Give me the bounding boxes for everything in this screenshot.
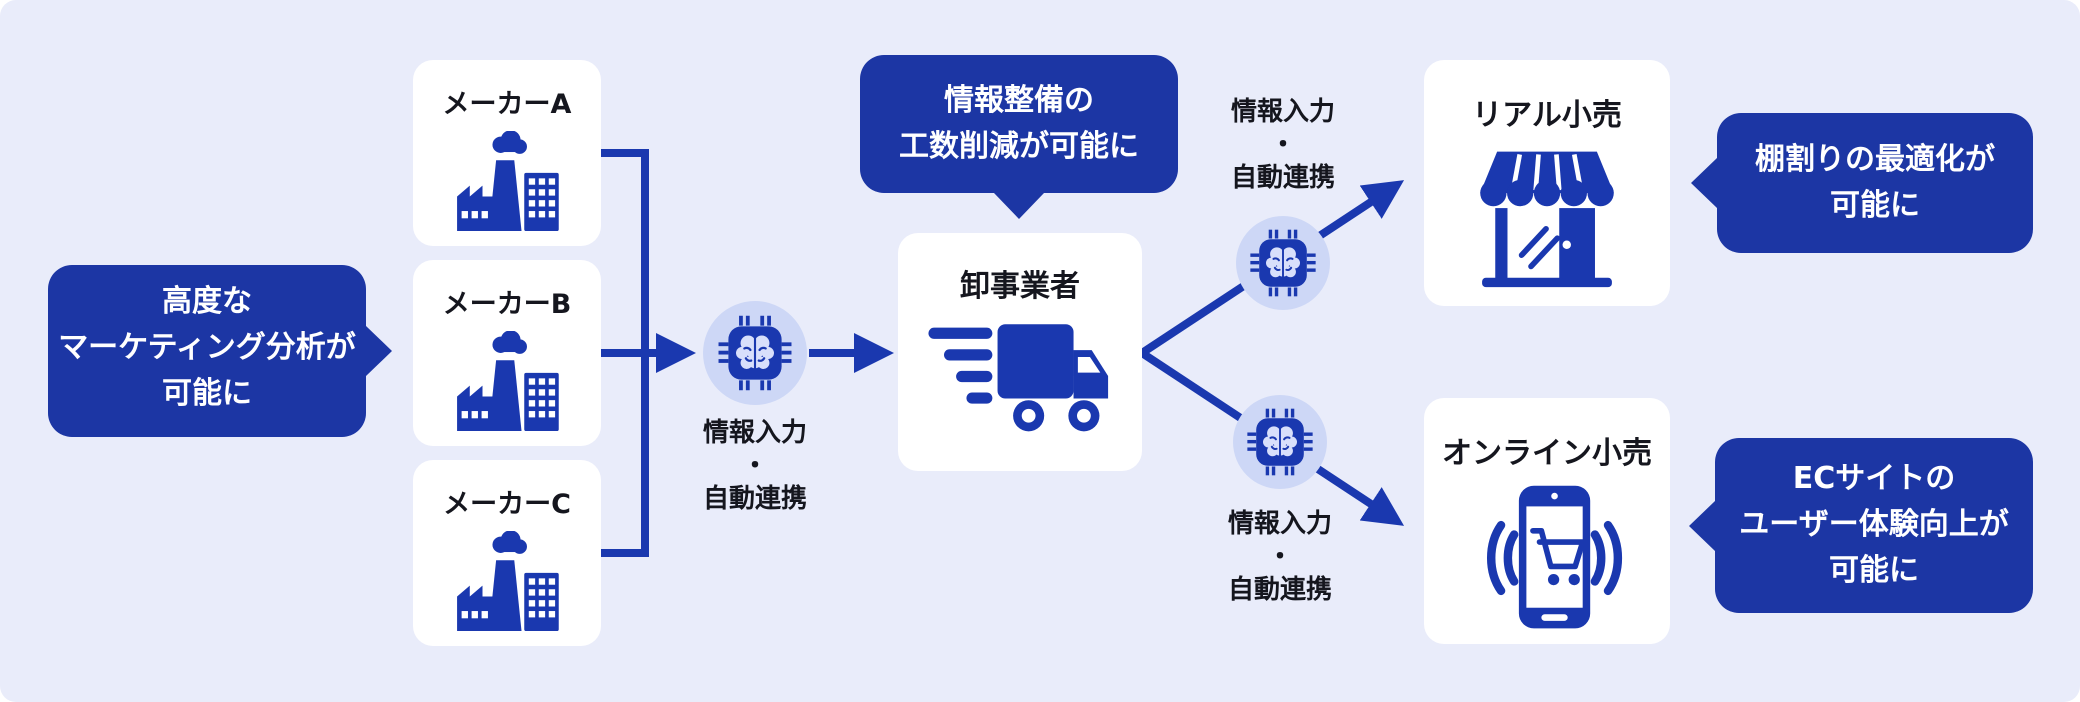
card-label: オンライン小売 [1442,436,1652,471]
ai-label-upper: 情報入力 ・ 自動連携 [1183,96,1383,195]
card-online-retail: オンライン小売 [1424,398,1670,644]
callout-tail [1691,158,1717,208]
callout-shelf-line2: 可能に [1830,188,1920,223]
ai-node-center [703,301,807,405]
delivery-truck-icon [928,324,1109,432]
ai-chip-icon [718,315,792,391]
ai-chip-icon [1247,408,1313,476]
ai-label-line: 自動連携 [702,484,807,514]
card-maker-a: メーカーA [413,60,601,246]
card-label: 卸事業者 [960,269,1080,304]
storefront-icon [1480,151,1614,288]
factory-icon [457,331,559,432]
card-label: メーカーC [443,489,571,520]
ai-label-line: 情報入力 [1230,97,1335,127]
factory-icon [457,131,559,232]
card-label: メーカーA [442,89,572,120]
callout-ec: ECサイトの ユーザー体験向上が 可能に [1689,438,2033,613]
ai-node-real-retail [1236,216,1330,310]
ai-label-line: 情報入力 [1227,509,1332,539]
ai-label-line: 情報入力 [702,418,807,448]
callout-marketing-line3: 可能に [162,376,252,411]
ai-label-center: 情報入力 ・ 自動連携 [655,417,855,516]
factory-icon [457,531,559,632]
callout-ec-line1: ECサイトの [1792,461,1956,496]
smartphone-cart-icon [1486,485,1622,629]
callout-workload-line2: 工数削減が可能に [899,129,1139,164]
callout-ec-line3: 可能に [1829,553,1919,588]
ai-label-line: ・ [1266,542,1293,572]
callout-tail [366,326,392,376]
ai-chip-icon [1250,229,1316,297]
card-maker-c: メーカーC [413,460,601,646]
ai-label-line: ・ [741,451,768,481]
callout-tail [994,193,1044,219]
callout-marketing-line2: マーケティング分析が [58,330,356,365]
callout-tail [1689,500,1715,551]
callout-marketing: 高度な マーケティング分析が 可能に [48,265,392,437]
card-real-retail: リアル小売 [1424,60,1670,306]
callout-marketing-line1: 高度な [162,284,252,319]
callout-workload: 情報整備の 工数削減が可能に [860,55,1178,219]
card-label: メーカーB [442,289,572,320]
card-label: リアル小売 [1472,98,1622,133]
ai-label-line: ・ [1269,130,1296,160]
ai-node-online-retail [1233,395,1327,489]
card-wholesaler: 卸事業者 [898,233,1142,471]
callout-workload-line1: 情報整備の [944,83,1094,118]
ai-label-line: 自動連携 [1227,575,1332,605]
card-maker-b: メーカーB [413,260,601,446]
ai-label-line: 自動連携 [1230,163,1335,193]
ai-label-lower: 情報入力 ・ 自動連携 [1180,508,1380,607]
callout-shelf-line1: 棚割りの最適化が [1755,142,1995,177]
callout-shelf: 棚割りの最適化が 可能に [1691,113,2033,253]
callout-ec-line2: ユーザー体験向上が [1739,507,2009,542]
